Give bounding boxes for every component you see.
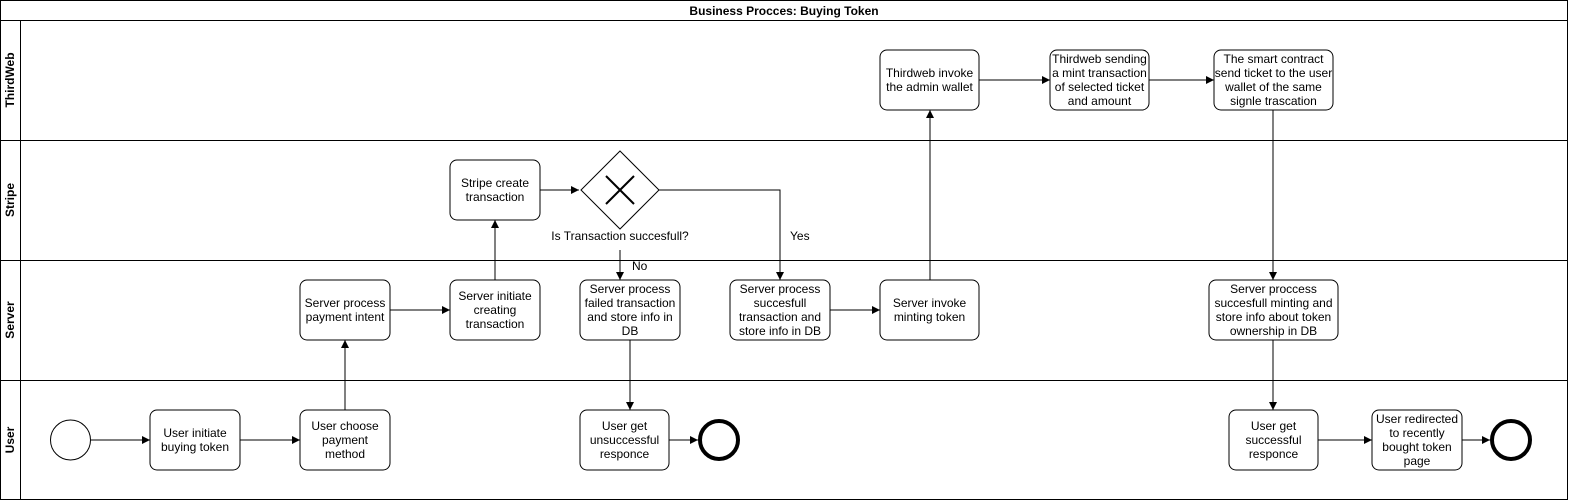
- task-label-line: a mint transaction: [1052, 66, 1147, 80]
- task-label-line: User choose: [311, 419, 379, 433]
- task-label-line: store info about token: [1216, 310, 1331, 324]
- pool-title: Business Procces: Buying Token: [689, 4, 878, 18]
- task-label-line: User get: [1251, 419, 1297, 433]
- task-label-line: ownership in DB: [1230, 324, 1317, 338]
- flow-label-no: No: [632, 259, 648, 273]
- task-label-line: successful: [1245, 433, 1301, 447]
- task-label-line: transaction and: [739, 310, 821, 324]
- task-label-line: Server process: [590, 282, 671, 296]
- task-label-line: of selected ticket: [1055, 80, 1145, 94]
- task-label-line: Server process: [305, 296, 386, 310]
- task-label-line: Server initiate: [458, 289, 532, 303]
- task-label-line: User redirected: [1376, 412, 1458, 426]
- task-label-line: The smart contract: [1223, 52, 1324, 66]
- flow-label-yes: Yes: [790, 229, 810, 243]
- task-label-line: Server process: [740, 282, 821, 296]
- task-label-line: page: [1404, 454, 1431, 468]
- task-label-line: transaction: [466, 317, 525, 331]
- task-label-line: User get: [602, 419, 648, 433]
- task-label-line: creating: [474, 303, 517, 317]
- task-label-line: Stripe create: [461, 176, 529, 190]
- exclusive-gateway: Is Transaction succesfull?: [551, 150, 689, 243]
- task-label-line: bought token: [1382, 440, 1451, 454]
- task-label-line: Server invoke: [893, 296, 967, 310]
- task-label-line: payment intent: [306, 310, 385, 324]
- task-label-line: and amount: [1068, 94, 1132, 108]
- task-label-line: and store info in: [587, 310, 672, 324]
- task-label-line: to recently: [1389, 426, 1444, 440]
- task-label-line: Thirdweb invoke: [886, 66, 974, 80]
- start-event: [50, 419, 91, 461]
- task-label-line: signle trascation: [1230, 94, 1317, 108]
- sequence-flows: [91, 76, 1490, 444]
- gateway-label: Is Transaction succesfull?: [551, 229, 689, 243]
- end-event-success: [1490, 419, 1532, 461]
- task-label-line: transaction: [466, 190, 525, 204]
- task-label-line: Server proccess: [1230, 282, 1317, 296]
- lane-label-server: Server: [3, 301, 17, 339]
- task-label-line: minting token: [894, 310, 965, 324]
- task-label-line: method: [325, 447, 365, 461]
- task-label-line: buying token: [161, 440, 229, 454]
- flow-gateway-yes: [659, 189, 784, 280]
- task-label-line: unsuccessful: [590, 433, 659, 447]
- lane-label-thirdweb: ThirdWeb: [3, 52, 17, 107]
- lanes: ThirdWeb Stripe Server User: [0, 20, 1568, 500]
- task-label-line: store info in DB: [739, 324, 821, 338]
- task-label-line: DB: [622, 324, 639, 338]
- lane-label-user: User: [3, 426, 17, 453]
- task-label-line: Thirdweb sending: [1052, 52, 1147, 66]
- task-label-line: send ticket to the user: [1215, 66, 1332, 80]
- task-label-line: payment: [322, 433, 369, 447]
- task-label-line: the admin wallet: [886, 80, 973, 94]
- task-label-line: succesfull minting and: [1214, 296, 1332, 310]
- task-label-line: responce: [1249, 447, 1299, 461]
- task-label-line: User initiate: [163, 426, 227, 440]
- task-label-line: failed transaction: [585, 296, 676, 310]
- task-label-line: responce: [600, 447, 650, 461]
- end-event-failure: [698, 419, 740, 461]
- task-label-line: wallet of the same: [1224, 80, 1322, 94]
- task-label-line: succesfull: [754, 296, 807, 310]
- lane-label-stripe: Stripe: [3, 183, 17, 217]
